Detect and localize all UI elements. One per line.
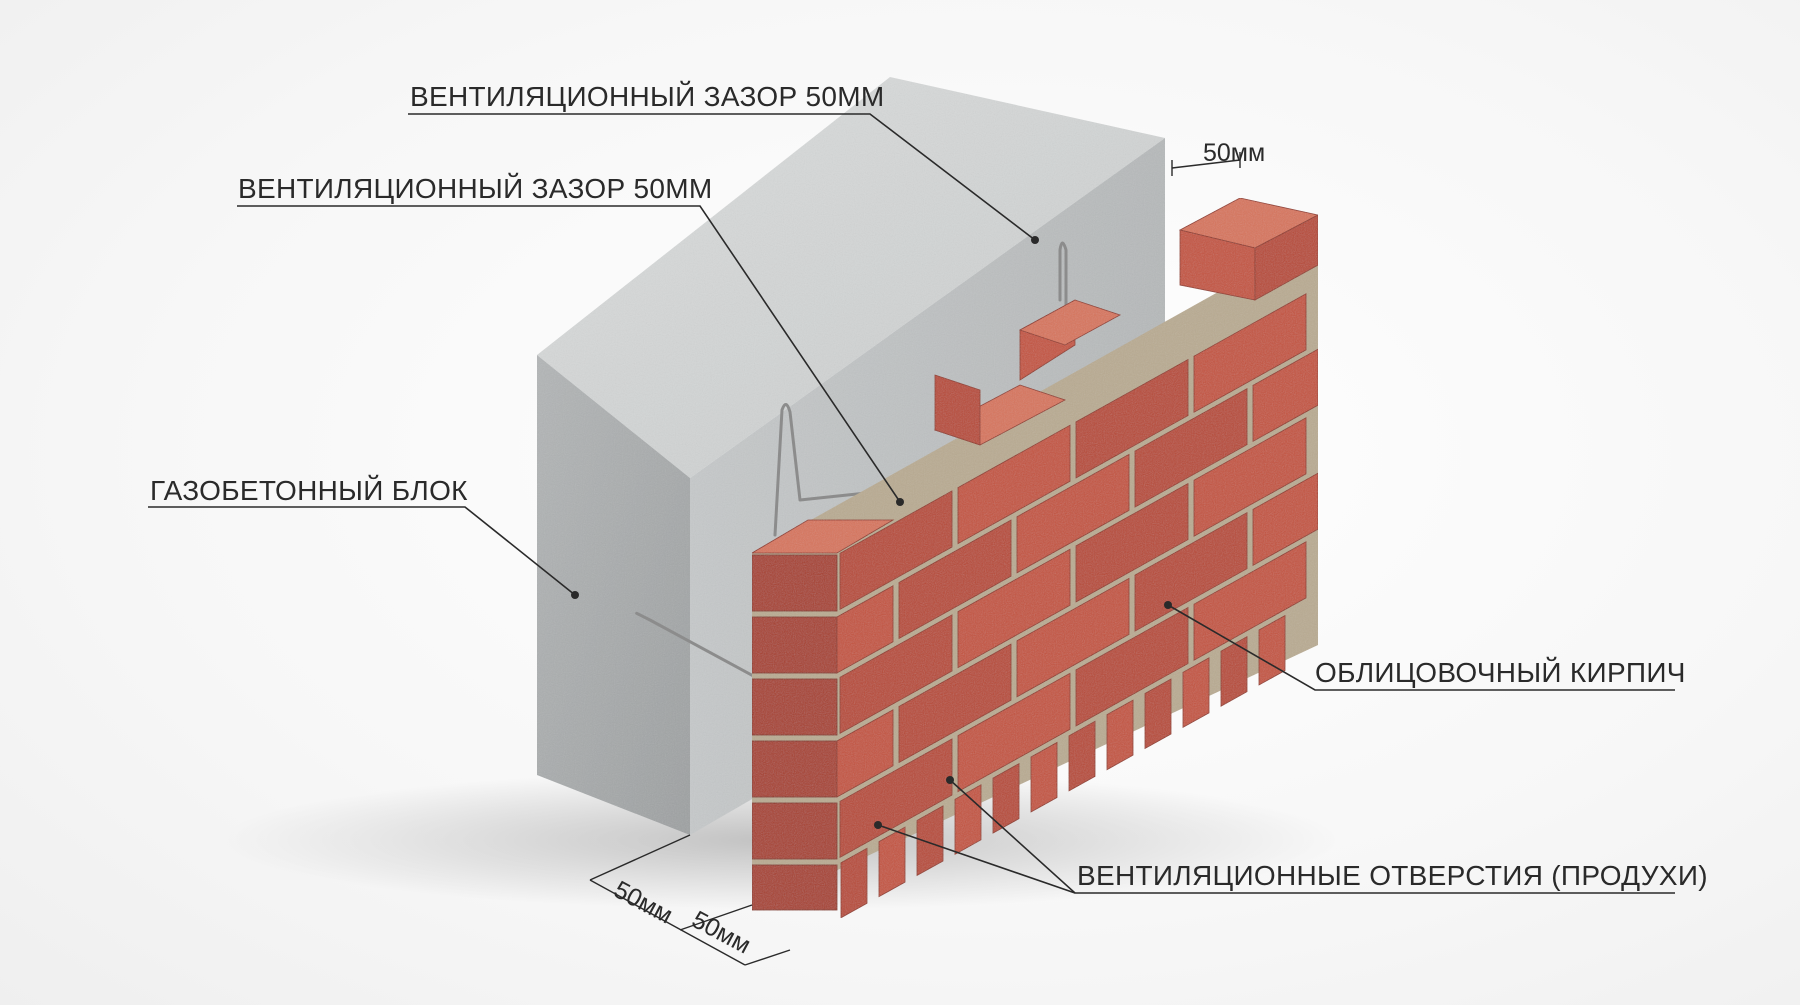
dim-bottom-ext (589, 834, 691, 881)
leader-vent-gap-top (408, 113, 1036, 241)
vent-brick (992, 762, 1020, 834)
end-brick (751, 864, 838, 911)
block-front-face (537, 355, 690, 835)
end-brick (751, 554, 838, 612)
leader-dot (874, 821, 882, 829)
wall-tie-middle (773, 403, 897, 537)
top-brick-upper-end (934, 374, 981, 446)
leader-facing-brick (1167, 604, 1675, 691)
brick (839, 738, 953, 859)
leader-dot (1031, 236, 1039, 244)
vent-brick (1144, 678, 1172, 750)
brick (836, 709, 894, 798)
brick-courses (836, 293, 1319, 859)
brick (1075, 606, 1189, 727)
brick (1252, 348, 1319, 443)
leader-dot (946, 776, 954, 784)
leader-vent-holes-b (877, 824, 1076, 894)
block-top-face (537, 77, 1165, 478)
vent-brick (1068, 720, 1096, 792)
brick (898, 643, 1012, 764)
end-brick (751, 740, 838, 798)
leader-dot (571, 591, 579, 599)
label-vent-holes: ВЕНТИЛЯЦИОННЫЕ ОТВЕРСТИЯ (ПРОДУХИ) (1077, 860, 1708, 891)
label-vent-gap-second: ВЕНТИЛЯЦИОННЫЙ ЗАЗОР 50ММ (238, 173, 713, 204)
label-aerated-block: ГАЗОБЕТОННЫЙ БЛОК (150, 475, 468, 506)
leader-lines (148, 113, 1675, 894)
vent-brick (1030, 741, 1058, 813)
label-facing-brick: ОБЛИЦОВОЧНЫЙ КИРПИЧ (1315, 657, 1686, 688)
top-brick-raised-top (1019, 299, 1121, 346)
end-brick (751, 802, 838, 860)
brick (1134, 512, 1248, 632)
dim-top-line (1171, 159, 1241, 169)
end-brick (751, 616, 838, 674)
brick (1193, 541, 1307, 661)
brick (957, 548, 1071, 669)
top-bricks (933, 197, 1320, 446)
vent-brick (1182, 657, 1210, 729)
brick (839, 614, 953, 735)
brick (957, 672, 1071, 793)
vent-brick (840, 847, 868, 919)
brick (1016, 577, 1130, 698)
leader-aerated-block (148, 506, 576, 596)
vent-brick (1258, 614, 1286, 686)
ventilation-holes (840, 614, 1286, 919)
dim-bottom-ext (744, 949, 791, 966)
dim-top-text: 50мм (1203, 139, 1265, 167)
brick (898, 519, 1012, 640)
facing-brick-wall (750, 197, 1320, 919)
brick (1016, 453, 1130, 574)
dim-bottom-line (589, 879, 746, 966)
brick (836, 585, 894, 674)
brick (1134, 388, 1248, 508)
wall-ties (635, 241, 1068, 702)
brick (1193, 417, 1307, 537)
brick-end-column (750, 519, 895, 911)
end-brick (751, 678, 838, 736)
wall-tie-lower (635, 611, 782, 702)
vent-brick (1220, 636, 1248, 707)
leader-vent-gap-second (237, 205, 901, 503)
dimension-lines (589, 152, 1241, 966)
end-brick-top (750, 519, 895, 554)
brick (839, 490, 953, 611)
top-brick-corner-front (1254, 214, 1319, 301)
brick (1075, 482, 1189, 603)
vent-brick (1106, 699, 1134, 771)
label-vent-gap-top: ВЕНТИЛЯЦИОННЫЙ ЗАЗОР 50ММ (410, 81, 885, 112)
dim-bottom-ext (679, 904, 753, 931)
brick (1252, 472, 1319, 567)
leader-dot (896, 498, 904, 506)
brick (1075, 358, 1189, 479)
brick (957, 424, 1071, 545)
wall-tie-upper (1058, 241, 1068, 312)
leader-dot (1164, 601, 1172, 609)
brick (1193, 293, 1307, 413)
vent-brick (916, 805, 944, 877)
